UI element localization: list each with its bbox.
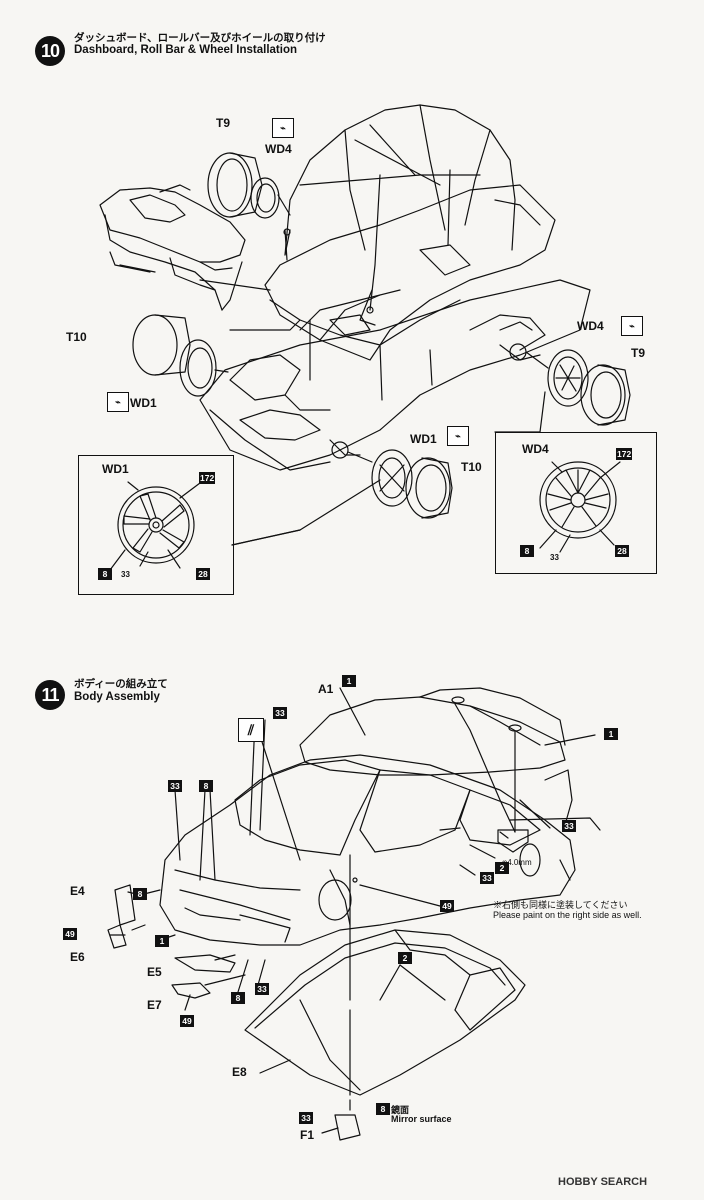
mirror-en: Mirror surface (391, 1114, 452, 1124)
step-10-title-jp: ダッシュボード、ロールバー及びホイールの取り付け (74, 32, 326, 44)
color-code-2: 2 (398, 952, 412, 964)
label-e7: E7 (147, 998, 162, 1012)
color-code-33: 33 (121, 570, 130, 579)
detail-wheel-wd4 (539, 461, 621, 553)
label-t9-top: T9 (216, 116, 231, 130)
drill-bit-illustration (497, 829, 529, 853)
color-code-49: 49 (63, 928, 77, 940)
label-t10-mid: T10 (461, 460, 482, 474)
body-shell-illustration (159, 754, 576, 946)
stripe-decal-icon: ⫽ (238, 718, 264, 742)
color-code-8: 8 (520, 545, 534, 557)
color-code-8: 8 (199, 780, 213, 792)
label-wd4-right: WD4 (577, 319, 604, 333)
note-jp: ※右側も同様に塗装してください (493, 900, 628, 910)
label-wd4-top: WD4 (265, 142, 292, 156)
detail-box-wd4 (495, 432, 657, 574)
chassis-illustration (199, 184, 591, 471)
step-11-badge: 11 (35, 680, 65, 710)
label-wd1-mid: WD1 (410, 432, 437, 446)
step-11-title-en: Body Assembly (74, 691, 160, 703)
label-f1: F1 (300, 1128, 315, 1142)
leader-lines-10 (119, 264, 541, 456)
wheel-t10-wd1-left (132, 314, 229, 397)
label-t9-right: T9 (631, 346, 646, 360)
label-e5: E5 (147, 965, 162, 979)
color-code-172: 172 (616, 448, 633, 460)
paint-icon: ⌁ (107, 392, 129, 412)
dashboard-illustration (99, 184, 246, 311)
color-code-28: 28 (615, 545, 629, 557)
color-code-1: 1 (342, 675, 356, 687)
roll-cage-illustration (283, 104, 516, 326)
detail-box-wd1 (78, 455, 234, 595)
step-10-title-en: Dashboard, Roll Bar & Wheel Installation (74, 44, 298, 56)
mirror-jp: 鏡面 (391, 1105, 410, 1115)
color-code-1: 1 (155, 935, 169, 947)
color-code-33: 33 (168, 780, 182, 792)
detail-left-connector (231, 479, 381, 546)
wheel-wd1-t10-mid (331, 441, 453, 519)
mirror-f1-illustration (334, 1099, 361, 1141)
label-e8: E8 (232, 1065, 247, 1079)
color-code-33: 33 (562, 820, 576, 832)
step-10-badge: 10 (35, 36, 65, 66)
color-code-33: 33 (273, 707, 287, 719)
label-e6: E6 (70, 950, 85, 964)
color-code-8: 8 (98, 568, 112, 580)
paint-icon: ⌁ (447, 426, 469, 446)
detail-wd4-label: WD4 (522, 442, 549, 456)
label-t10-left: T10 (66, 330, 87, 344)
color-code-2: 2 (495, 862, 509, 874)
detail-wd1-label: WD1 (102, 462, 129, 476)
label-wd1-left: WD1 (130, 396, 157, 410)
paint-icon: ⌁ (621, 316, 643, 336)
window-glass-e8-illustration (244, 854, 526, 1096)
note-en: Please paint on the right side as well. (493, 910, 642, 920)
wheel-t9-wd4-top (207, 152, 291, 219)
color-code-49: 49 (440, 900, 454, 912)
color-code-8: 8 (376, 1103, 390, 1115)
color-code-1: 1 (604, 728, 618, 740)
label-e4: E4 (70, 884, 85, 898)
color-code-33: 33 (299, 1112, 313, 1124)
paint-icon: ⌁ (272, 118, 294, 138)
detail-right-connector (494, 391, 546, 433)
drill-size: φ4.0mm (502, 858, 532, 867)
color-code-8: 8 (133, 888, 147, 900)
wheel-wd4-t9-right (509, 343, 631, 426)
detail-wheel-wd1 (109, 481, 201, 571)
roof-a1-illustration (299, 687, 566, 833)
light-parts-illustration (107, 884, 246, 999)
step-11-title-jp: ボディーの組み立て (74, 678, 168, 690)
label-a1: A1 (318, 682, 334, 696)
color-code-8: 8 (231, 992, 245, 1004)
color-code-49: 49 (180, 1015, 194, 1027)
color-code-28: 28 (196, 568, 210, 580)
color-code-172: 172 (199, 472, 216, 484)
watermark: HOBBY SEARCH (558, 1176, 648, 1188)
color-code-33: 33 (480, 872, 494, 884)
color-code-33: 33 (255, 983, 269, 995)
color-code-33: 33 (550, 553, 559, 562)
